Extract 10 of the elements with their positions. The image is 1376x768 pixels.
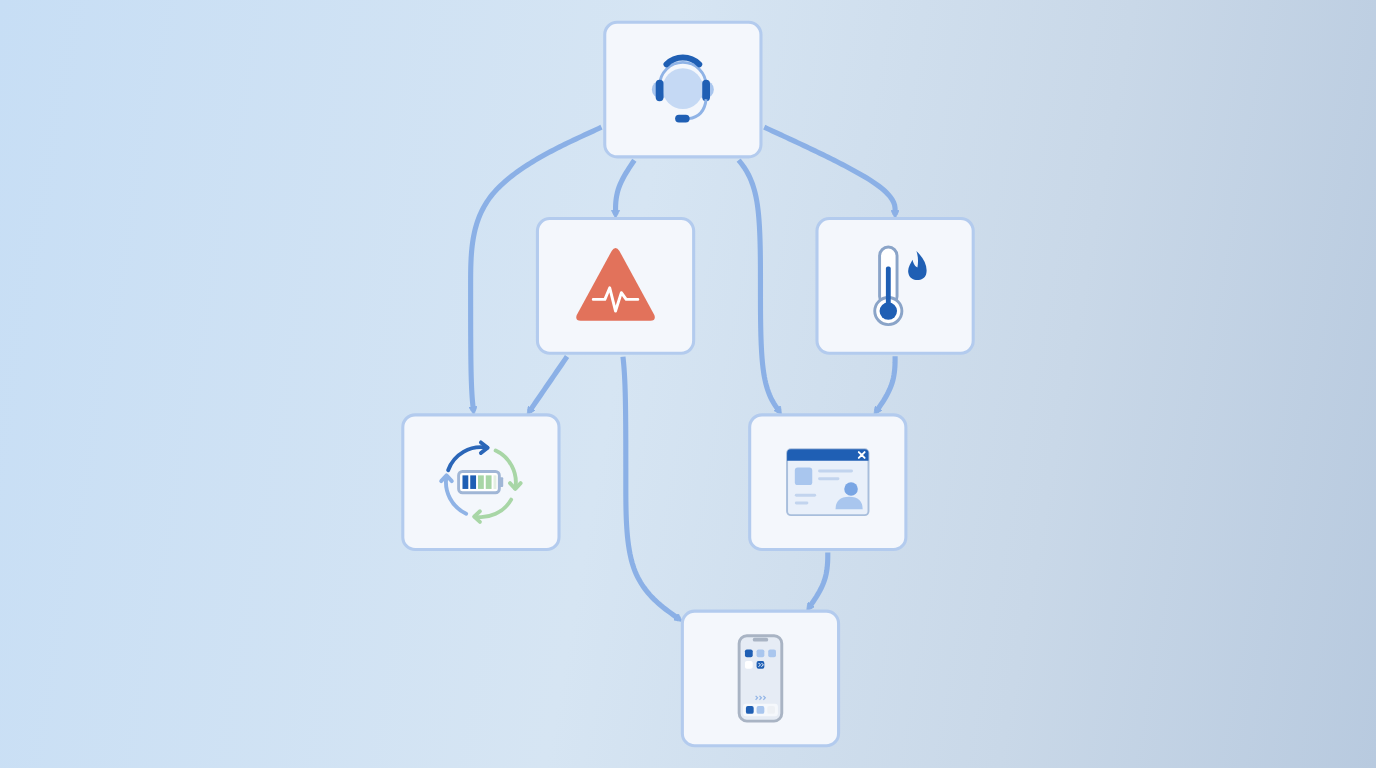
icon-tile <box>603 20 763 159</box>
icon-tile <box>535 217 696 355</box>
icon-tile <box>401 413 561 551</box>
icon-tile <box>680 609 841 748</box>
icon-tile <box>748 413 908 551</box>
arrow <box>468 124 603 416</box>
arrow <box>763 124 900 219</box>
icon-tile <box>815 217 975 355</box>
arrow <box>806 552 831 612</box>
arrow <box>611 158 637 219</box>
